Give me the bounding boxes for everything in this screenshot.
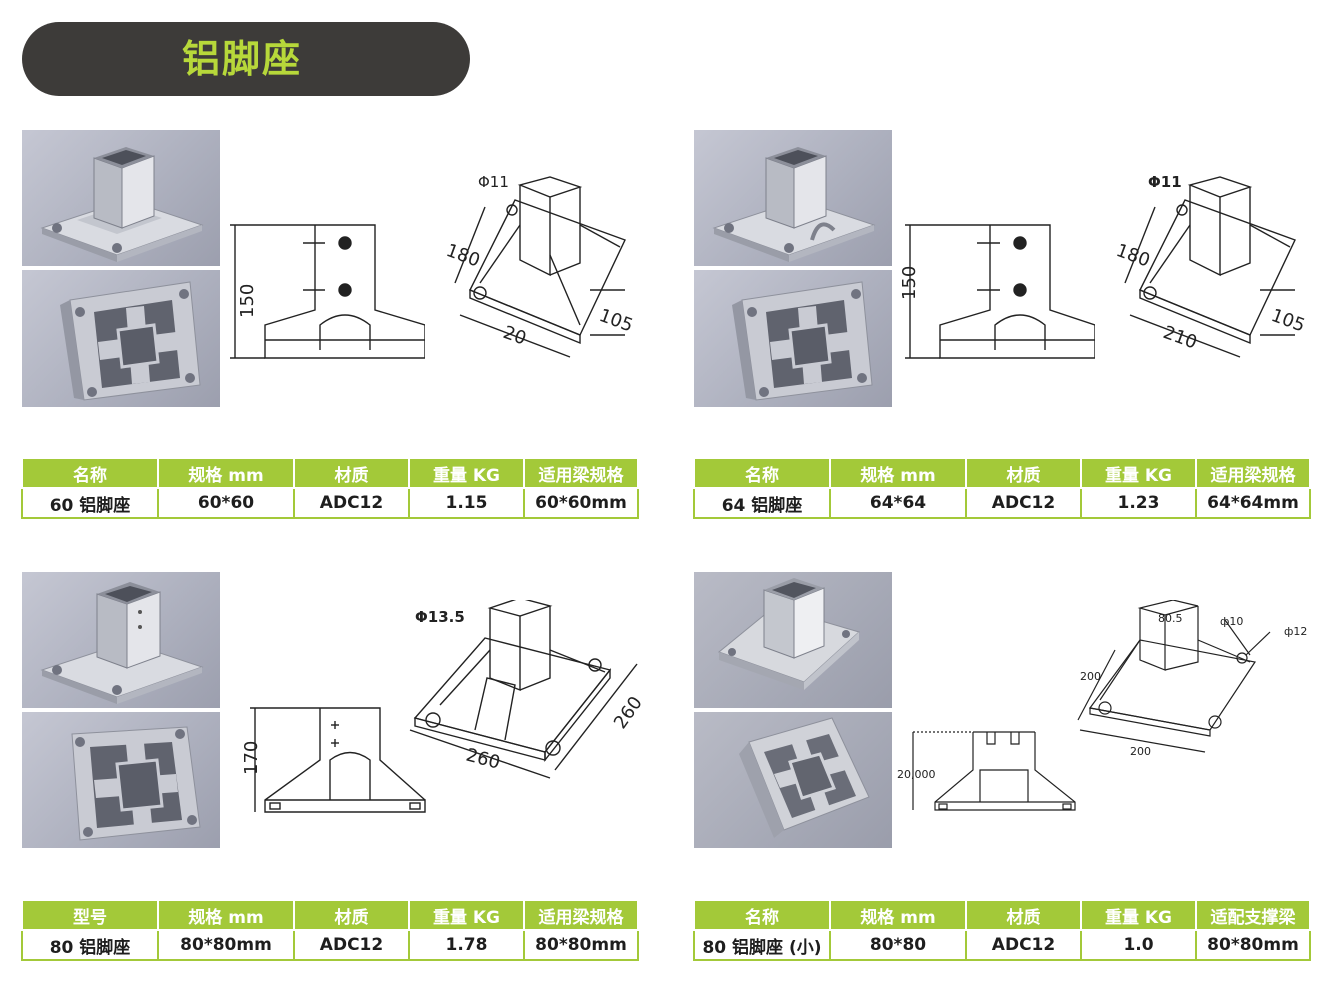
iso-view-drawing: Φ13.5 260 260: [409, 600, 645, 779]
spec-table-2: 名称 规格 mm 材质 重量 KG 适用梁规格 64 铝脚座 64*64 ADC…: [693, 457, 1311, 519]
spec-table-4: 名称 规格 mm 材质 重量 KG 适配支撑梁 80 铝脚座 (小) 80*80…: [693, 899, 1311, 961]
header-material: 材质: [293, 899, 410, 931]
spec-table-1: 名称 规格 mm 材质 重量 KG 适用梁规格 60 铝脚座 60*60 ADC…: [21, 457, 639, 519]
dim-hole-label: Φ11: [478, 173, 509, 191]
dim-length-label: 200: [1080, 670, 1101, 683]
header-material: 材质: [965, 457, 1082, 489]
front-view-drawing: 170: [241, 707, 426, 813]
cell-spec: 64*64: [829, 487, 967, 519]
dim-width-label: 20: [500, 322, 529, 350]
cell-spec: 80*80mm: [157, 929, 295, 961]
cell-material: ADC12: [965, 929, 1082, 961]
cell-weight: 1.23: [1080, 487, 1197, 519]
cell-weight: 1.15: [408, 487, 525, 519]
header-spec: 规格 mm: [157, 899, 295, 931]
dim-width-label: 210: [1160, 322, 1199, 353]
header-fit: 适用梁规格: [523, 457, 639, 489]
spec-data-row: 60 铝脚座 60*60 ADC12 1.15 60*60mm: [21, 487, 639, 519]
dim-length-label: 180: [443, 240, 482, 271]
header-weight: 重量 KG: [1080, 899, 1197, 931]
cell-weight: 1.0: [1080, 929, 1197, 961]
product-photo-top: [694, 130, 892, 266]
front-view-drawing: 20,000: [897, 731, 1076, 811]
cell-fit: 60*60mm: [523, 487, 639, 519]
cell-fit: 64*64mm: [1195, 487, 1311, 519]
front-view-drawing: 150: [230, 224, 425, 359]
spec-data-row: 64 铝脚座 64*64 ADC12 1.23 64*64mm: [693, 487, 1311, 519]
dim-hole-large-label: ф12: [1284, 625, 1307, 638]
spec-data-row: 80 铝脚座 (小) 80*80 ADC12 1.0 80*80mm: [693, 929, 1311, 961]
header-name: 名称: [21, 457, 159, 489]
dim-depth-label: 105: [1268, 305, 1307, 336]
cell-name: 64 铝脚座: [693, 487, 831, 519]
product-photo-top: [694, 572, 892, 708]
header-material: 材质: [965, 899, 1082, 931]
header-fit: 适用梁规格: [1195, 457, 1311, 489]
dim-depth-label: 105: [596, 305, 635, 336]
header-material: 材质: [293, 457, 410, 489]
dim-height-label: 150: [237, 284, 258, 318]
dim-tube-label: 80.5: [1158, 612, 1183, 625]
cell-spec: 60*60: [157, 487, 295, 519]
spec-header-row: 名称 规格 mm 材质 重量 KG 适用梁规格: [21, 457, 639, 489]
dim-height-label: 150: [899, 266, 920, 300]
product-photo-bottom: [694, 712, 892, 848]
header-name: 名称: [693, 899, 831, 931]
dim-width-label: 200: [1130, 745, 1151, 758]
cell-material: ADC12: [965, 487, 1082, 519]
cell-spec: 80*80: [829, 929, 967, 961]
header-weight: 重量 KG: [408, 899, 525, 931]
product-photo-bottom: [694, 270, 892, 407]
spec-header-row: 名称 规格 mm 材质 重量 KG 适用梁规格: [693, 457, 1311, 489]
dim-height-label: 20,000: [897, 768, 936, 781]
dim-height-label: 170: [241, 741, 262, 775]
header-weight: 重量 KG: [1080, 457, 1197, 489]
spec-table-3: 型号 规格 mm 材质 重量 KG 适用梁规格 80 铝脚座 80*80mm A…: [21, 899, 639, 961]
iso-view-drawing: Φ11 180 20 105: [443, 173, 636, 358]
front-view-drawing: 150: [899, 224, 1095, 359]
dim-hole-label: Φ11: [1148, 173, 1182, 191]
header-name: 名称: [693, 457, 831, 489]
product-photo-top: [22, 130, 220, 266]
cell-weight: 1.78: [408, 929, 525, 961]
spec-data-row: 80 铝脚座 80*80mm ADC12 1.78 80*80mm: [21, 929, 639, 961]
iso-view-drawing: Φ11 180 210 105: [1113, 173, 1308, 358]
dim-hole-small-label: ф10: [1220, 615, 1243, 628]
dim-hole-label: Φ13.5: [415, 608, 465, 626]
cell-fit: 80*80mm: [523, 929, 639, 961]
cell-material: ADC12: [293, 487, 410, 519]
header-spec: 规格 mm: [829, 457, 967, 489]
header-weight: 重量 KG: [408, 457, 525, 489]
cell-name: 80 铝脚座: [21, 929, 159, 961]
product-photo-top: [22, 572, 220, 708]
header-model: 型号: [21, 899, 159, 931]
spec-header-row: 型号 规格 mm 材质 重量 KG 适用梁规格: [21, 899, 639, 931]
title-banner: [22, 22, 470, 96]
header-fit: 适配支撑梁: [1195, 899, 1311, 931]
product-photo-bottom: [22, 712, 220, 848]
cell-fit: 80*80mm: [1195, 929, 1311, 961]
header-spec: 规格 mm: [829, 899, 967, 931]
spec-header-row: 名称 规格 mm 材质 重量 KG 适配支撑梁: [693, 899, 1311, 931]
iso-view-drawing: 80.5 ф10 ф12 200 200: [1077, 600, 1307, 758]
header-spec: 规格 mm: [157, 457, 295, 489]
cell-name: 60 铝脚座: [21, 487, 159, 519]
cell-material: ADC12: [293, 929, 410, 961]
product-photo-bottom: [22, 270, 220, 407]
dim-width-label: 260: [610, 693, 645, 733]
cell-name: 80 铝脚座 (小): [693, 929, 831, 961]
page-title: 铝脚座: [182, 37, 303, 81]
dim-length-label: 260: [464, 745, 503, 774]
dim-length-label: 180: [1113, 240, 1152, 271]
header-fit: 适用梁规格: [523, 899, 639, 931]
